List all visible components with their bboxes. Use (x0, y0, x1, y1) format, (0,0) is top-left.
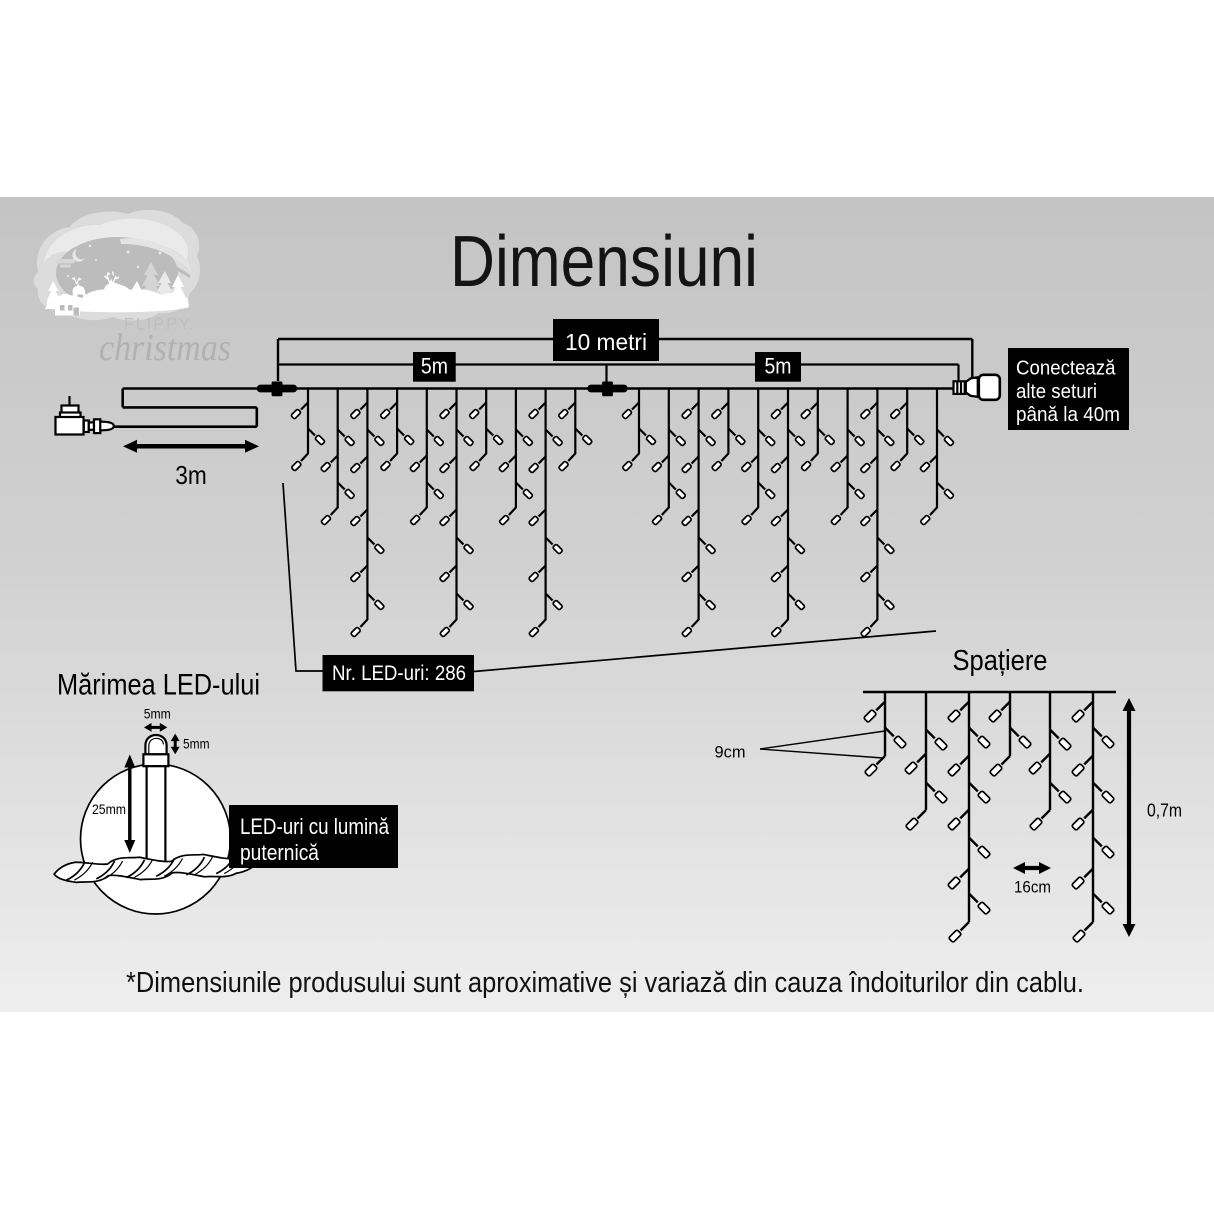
svg-text:3m: 3m (175, 460, 207, 490)
svg-text:5m: 5m (765, 353, 792, 378)
svg-text:Mărimea LED-ului: Mărimea LED-ului (57, 669, 260, 702)
svg-text:puternică: puternică (240, 840, 320, 865)
svg-text:alte seturi: alte seturi (1016, 380, 1097, 403)
svg-text:până la 40m: până la 40m (1016, 403, 1120, 426)
svg-text:Spațiere: Spațiere (953, 645, 1048, 677)
svg-text:9cm: 9cm (715, 743, 746, 762)
svg-text:0,7m: 0,7m (1147, 801, 1182, 821)
svg-text:FLIPPY.: FLIPPY. (124, 316, 198, 334)
svg-text:25mm: 25mm (92, 801, 126, 817)
svg-text:Dimensiuni: Dimensiuni (450, 222, 758, 302)
svg-text:10 metri: 10 metri (565, 329, 647, 355)
svg-text:Nr. LED-uri: 286: Nr. LED-uri: 286 (332, 662, 466, 685)
svg-text:5m: 5m (421, 353, 448, 378)
svg-text:christmas: christmas (99, 327, 231, 369)
svg-text:LED-uri cu lumină: LED-uri cu lumină (240, 814, 390, 839)
svg-text:*Dimensiunile produsului sunt: *Dimensiunile produsului sunt aproximati… (126, 967, 1084, 999)
svg-text:Conectează: Conectează (1016, 356, 1116, 379)
svg-text:16cm: 16cm (1014, 879, 1051, 897)
svg-text:5mm: 5mm (144, 706, 171, 721)
svg-text:5mm: 5mm (183, 737, 210, 752)
